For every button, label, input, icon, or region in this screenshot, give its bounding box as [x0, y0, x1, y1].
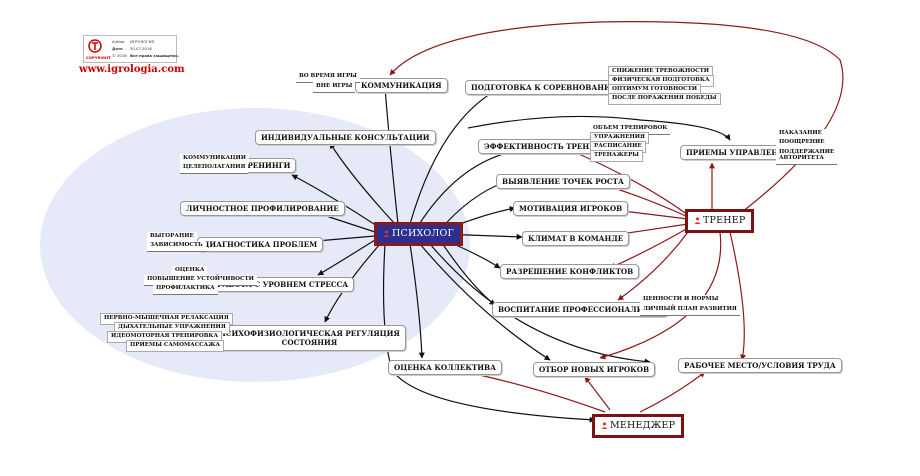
central-node-coach[interactable]: ТРЕНЕР — [685, 209, 755, 233]
topic-growth-points[interactable]: ВЫЯВЛЕНИЕ ТОЧЕК РОСТА — [496, 174, 630, 190]
psychologist-label: ПСИХОЛОГ — [392, 228, 454, 239]
topic-trainings[interactable]: ТРЕНИНГИ — [236, 158, 297, 174]
topic-management-methods[interactable]: ПРИЕМЫ УПРАВЛЕНИЯ — [680, 145, 798, 161]
coach-label: ТРЕНЕР — [703, 215, 746, 226]
logo-row2-label: Дата — [112, 46, 123, 51]
manager-label: МЕНЕДЖЕР — [610, 420, 676, 431]
sub-prof-plan: ЛИЧНЫЙ ПЛАН РАЗВИТИЯ — [640, 305, 740, 316]
logo-brand: COPYRIGHT — [86, 55, 111, 60]
topic-motivation[interactable]: МОТИВАЦИЯ ИГРОКОВ — [513, 201, 629, 217]
sub-train-goals: ЦЕЛЕПОЛАГАНИЯ — [180, 163, 249, 174]
topic-recruitment[interactable]: ОТБОР НОВЫХ ИГРОКОВ — [533, 362, 656, 378]
central-node-psychologist[interactable]: ПСИХОЛОГ — [374, 222, 463, 246]
sub-mgmt-authority: ПОДДЕРЖАНИЕ АВТОРИТЕТА — [776, 147, 838, 165]
logo-card: COPYRIGHT Author ИГРОЛОГИЯ Дата 30.07.20… — [83, 35, 180, 63]
central-node-manager[interactable]: МЕНЕДЖЕР — [592, 414, 685, 438]
site-url[interactable]: www.igrologia.com — [79, 64, 185, 75]
topic-communication[interactable]: КОММУНИКАЦИЯ — [355, 78, 448, 94]
topic-profiling[interactable]: ЛИЧНОСТНОЕ ПРОФИЛИРОВАНИЕ — [180, 201, 345, 217]
topic-diagnostics[interactable]: ДИАГНОСТИКА ПРОБЛЕМ — [197, 237, 324, 253]
person-icon — [694, 217, 701, 224]
sub-comm-outside: ВНЕ ИГРЫ — [313, 82, 356, 93]
logo-row1-value: ИГРОЛОГИЯ — [130, 39, 155, 44]
sub-reg-massage: ПРИЕМЫ САМОМАССАЖА — [126, 340, 225, 352]
sub-prof-values: ЦЕННОСТИ И НОРМЫ — [640, 295, 722, 306]
sub-mgmt-authority-line2: АВТОРИТЕТА — [779, 155, 824, 162]
self-regulation-line1: ПСИХОФИЗИОЛОГИЧЕСКАЯ РЕГУЛЯЦИЯ — [219, 329, 400, 338]
self-regulation-line2: СОСТОЯНИЯ — [281, 338, 338, 347]
logo-row3-value: Все права защищены. — [130, 53, 180, 58]
sub-mgmt-authority-line1: ПОДДЕРЖАНИЕ — [779, 149, 835, 155]
topic-self-regulation[interactable]: ПСИХОФИЗИОЛОГИЧЕСКАЯ РЕГУЛЯЦИЯ СОСТОЯНИЯ — [213, 325, 406, 351]
logo-row2-value: 30.07.2016 — [130, 46, 152, 51]
topic-climate[interactable]: КЛИМАТ В КОМАНДЕ — [522, 231, 630, 247]
person-icon — [601, 422, 608, 429]
logo-emblem-icon — [88, 39, 102, 53]
logo-row3-label: © 2016 — [112, 53, 127, 58]
sub-diag-addiction: ЗАВИСИМОСТЬ — [147, 241, 206, 252]
sub-stress-prevent: ПРОФИЛАКТИКА — [153, 284, 218, 295]
topic-conflicts[interactable]: РАЗРЕШЕНИЕ КОНФЛИКТОВ — [500, 264, 640, 280]
topic-workplace[interactable]: РАБОЧЕЕ МЕСТО/УСЛОВИЯ ТРУДА — [678, 358, 842, 374]
person-icon — [383, 230, 390, 237]
sub-comm-during: ВО ВРЕМЯ ИГРЫ — [296, 72, 360, 83]
topic-professionalism[interactable]: ВОСПИТАНИЕ ПРОФЕССИОНАЛИЗМА — [492, 302, 669, 318]
topic-preparation[interactable]: ПОДГОТОВКА К СОРЕВНОВАНИЯМ — [465, 80, 632, 96]
topic-team-assessment[interactable]: ОЦЕНКА КОЛЛЕКТИВА — [388, 360, 502, 376]
topic-individual[interactable]: ИНДИВИДУАЛЬНЫЕ КОНСУЛЬТАЦИИ — [255, 130, 436, 146]
logo-row1-label: Author — [112, 39, 125, 44]
sub-eff-equipment: ТРЕНАЖЕРЫ — [590, 150, 644, 162]
sub-prep-after: ПОСЛЕ ПОРАЖЕНИЯ ПОБЕДЫ — [608, 93, 721, 105]
